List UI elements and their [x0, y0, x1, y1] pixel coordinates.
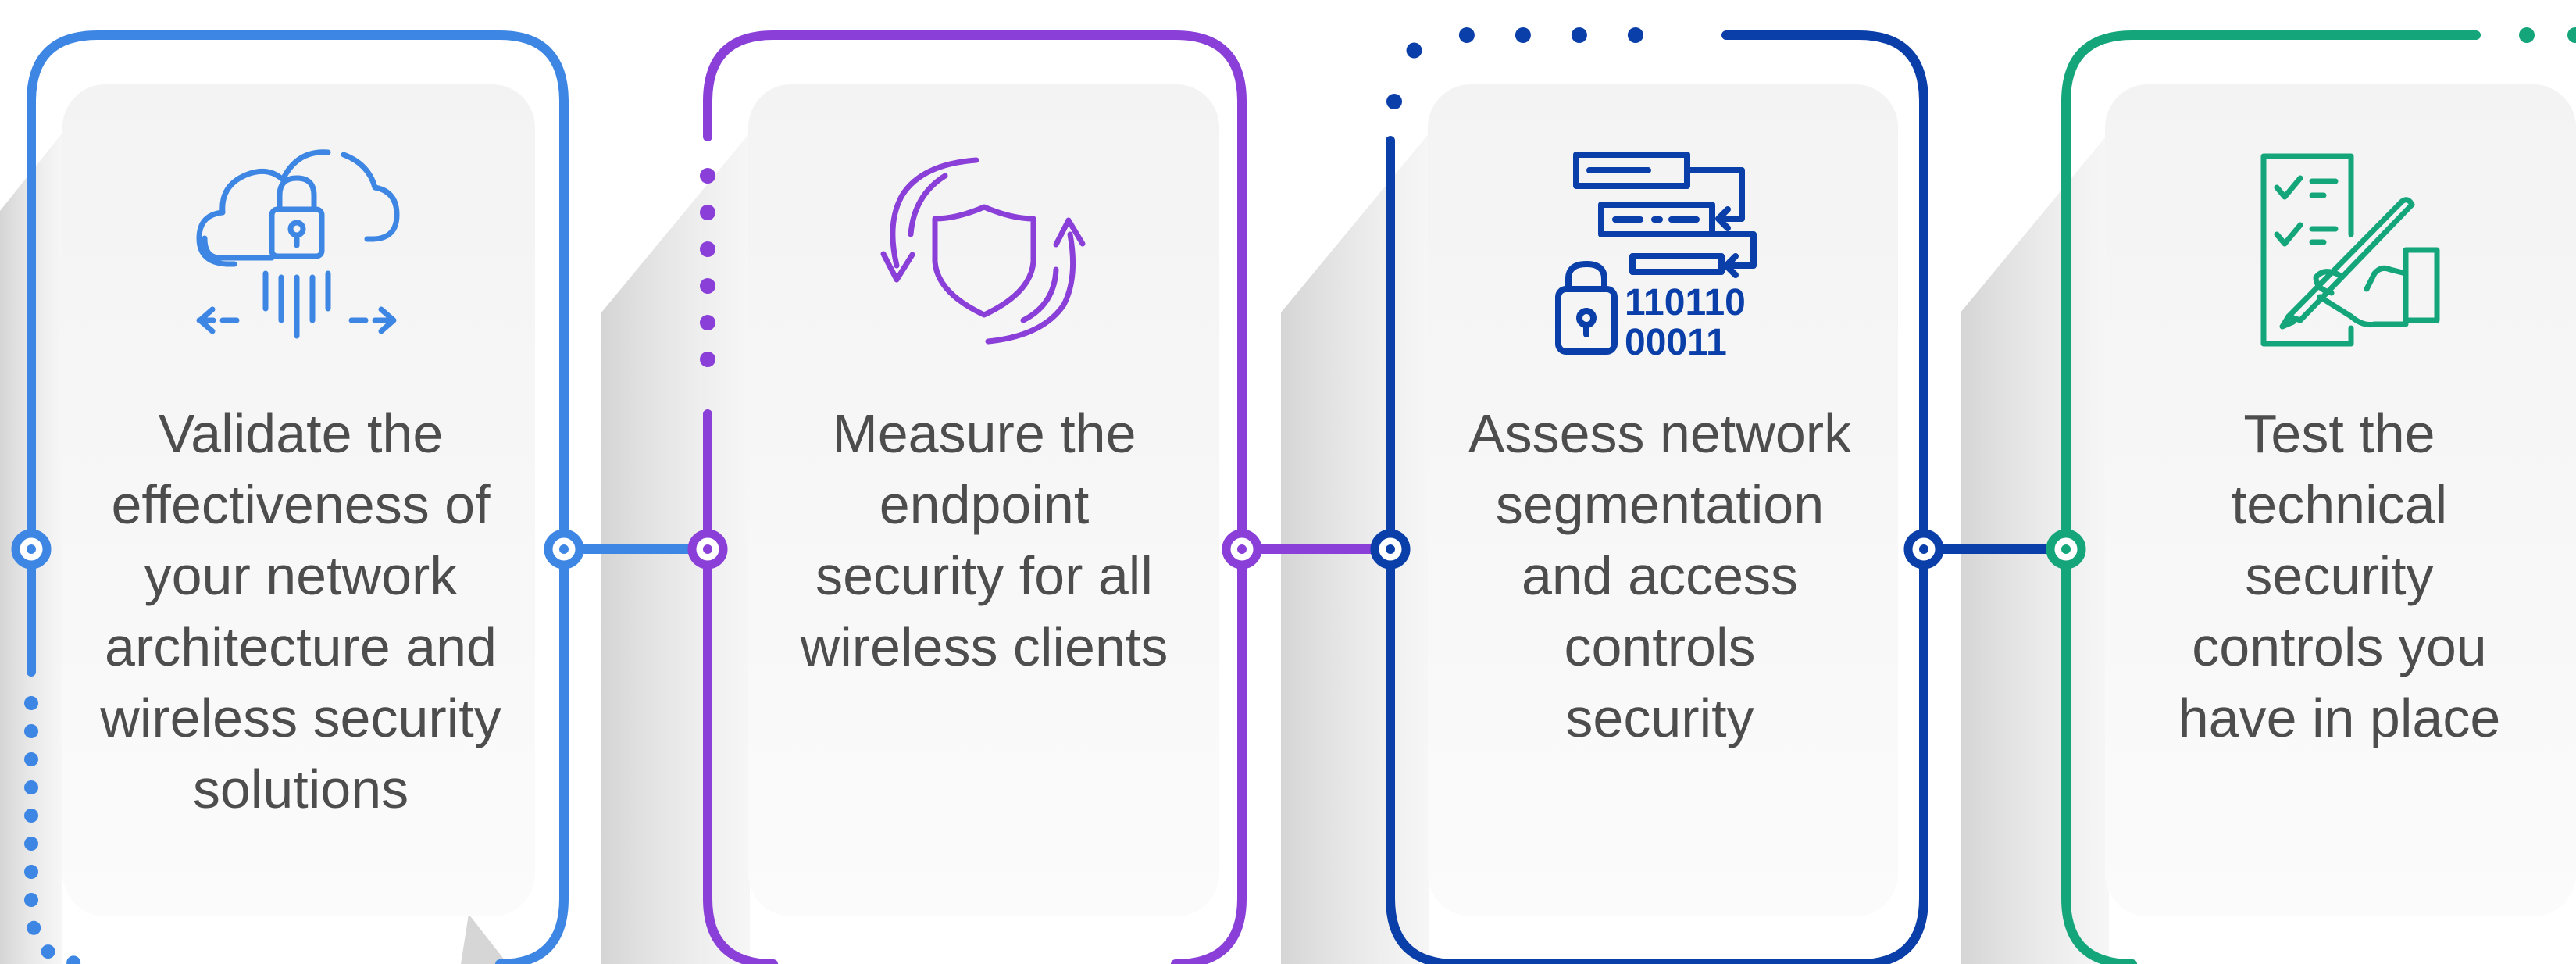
step-4-text: Test the technical security controls you… — [2178, 403, 2501, 748]
checklist-sign-icon — [2260, 153, 2440, 347]
step-3-text: Assess network segmentation and access c… — [1468, 403, 1852, 748]
card-3-bg — [1428, 84, 1898, 916]
card-4-frame — [2061, 27, 2576, 964]
segmentation-binary-lock-icon: 110110 00011 — [1555, 152, 1757, 363]
card-1-bg — [62, 84, 535, 916]
card-2-bg — [748, 84, 1219, 916]
card-1-frame — [24, 30, 712, 964]
svg-text:110110: 110110 — [1625, 282, 1746, 323]
shield-cycle-icon — [880, 157, 1086, 345]
connector-nodes — [11, 529, 2086, 569]
card-2-frame — [700, 30, 1395, 964]
card-3-frame — [1386, 27, 2071, 964]
svg-text:00011: 00011 — [1625, 322, 1727, 363]
card-4-bg — [2105, 84, 2576, 916]
step-1-text: Validate the effectiveness of your netwo… — [100, 403, 501, 819]
cloud-lock-icon — [196, 149, 400, 339]
step-2-text: Measure the endpoint security for all wi… — [800, 403, 1168, 677]
card-backgrounds — [62, 84, 2576, 916]
